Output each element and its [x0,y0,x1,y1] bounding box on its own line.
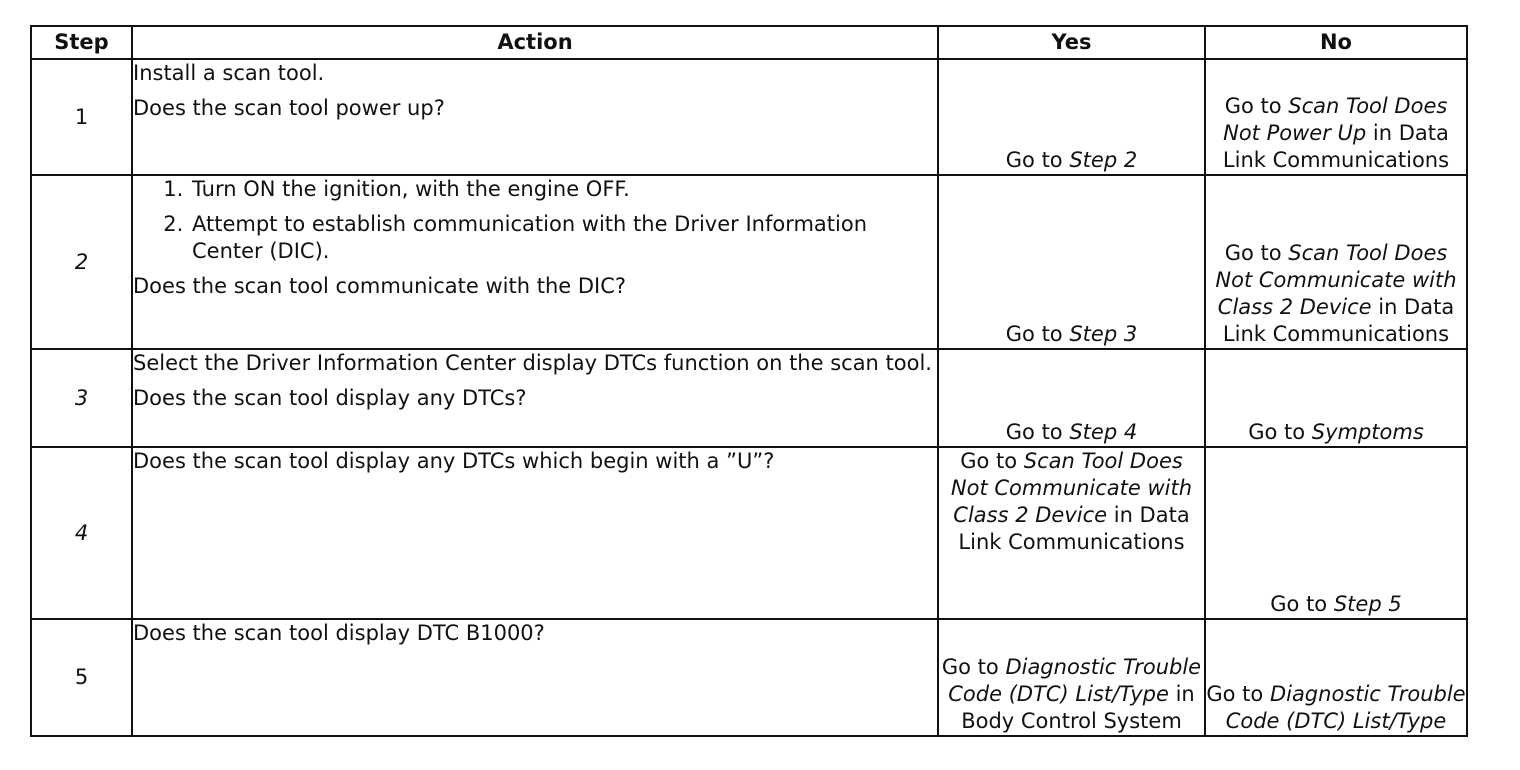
no-prefix: Go to [1270,592,1334,616]
yes-cell: Go to Step 3 [937,174,1206,350]
step-number: 3 [30,348,133,448]
action-question: Does the scan tool display DTC B1000? [133,621,545,645]
header-step: Step [30,25,133,60]
header-row: Step Action Yes No [30,25,1468,60]
action-question: Does the scan tool communicate with the … [133,274,627,298]
no-suffix: in Data Link Communications [1222,295,1455,346]
no-prefix: Go to [1248,420,1312,444]
no-link[interactable]: Scan Tool Does Not Power Up [1223,94,1448,145]
table-row: 3 Select the Driver Information Center d… [30,348,1468,448]
yes-link[interactable]: Diagnostic Trouble Code (DTC) List/Type [948,655,1202,706]
table-row: 5 Does the scan tool display DTC B1000? … [30,618,1468,737]
yes-cell: Go to Step 4 [937,348,1206,448]
no-cell: Go to Symptoms [1204,348,1468,448]
action-cell: Turn ON the ignition, with the engine OF… [131,174,939,350]
table-row: 4 Does the scan tool display any DTCs wh… [30,446,1468,620]
no-prefix: Go to [1224,241,1289,265]
no-cell: Go to Scan Tool Does Not Power Up in Dat… [1204,58,1468,176]
yes-prefix: Go to [941,655,1006,679]
table-row: 1 Install a scan tool. Does the scan too… [30,58,1468,176]
no-link[interactable]: Symptoms [1311,420,1424,444]
yes-prefix: Go to [1005,148,1070,172]
step-number: 4 [30,446,133,620]
action-cell: Select the Driver Information Center dis… [131,348,939,448]
action-steps-list: Turn ON the ignition, with the engine OF… [133,176,937,265]
diagnostic-table: Step Action Yes No 1 Install a scan tool… [30,25,1468,737]
yes-cell: Go to Diagnostic Trouble Code (DTC) List… [937,618,1206,737]
no-prefix: Go to [1224,94,1289,118]
action-cell: Install a scan tool. Does the scan tool … [131,58,939,176]
yes-suffix: in Body Control System [961,682,1195,733]
header-yes: Yes [937,25,1206,60]
yes-link[interactable]: Step 3 [1069,322,1138,346]
action-text: Select the Driver Information Center dis… [133,351,932,375]
yes-link[interactable]: Step 4 [1069,420,1138,444]
no-cell: Go to Diagnostic Trouble Code (DTC) List… [1204,618,1468,737]
action-cell: Does the scan tool display any DTCs whic… [131,446,939,620]
yes-suffix: in Data Link Communications [958,503,1190,554]
step-number: 2 [30,174,133,350]
step-number: 1 [30,58,133,176]
table-row: 2 Turn ON the ignition, with the engine … [30,174,1468,350]
yes-prefix: Go to [1005,322,1070,346]
header-action: Action [131,25,939,60]
no-link[interactable]: Diagnostic Trouble Code (DTC) List/Type [1225,682,1466,733]
action-question: Does the scan tool power up? [133,96,445,120]
yes-prefix: Go to [960,449,1024,473]
header-no: No [1204,25,1468,60]
action-list-item: Attempt to establish communication with … [190,211,937,265]
action-cell: Does the scan tool display DTC B1000? [131,618,939,737]
no-suffix: in Data Link Communications [1222,121,1450,172]
no-link[interactable]: Scan Tool Does Not Communicate with Clas… [1215,241,1457,319]
step-number: 5 [30,618,133,737]
yes-prefix: Go to [1005,420,1070,444]
action-question: Does the scan tool display any DTCs? [133,386,527,410]
yes-link[interactable]: Scan Tool Does Not Communicate with Clas… [950,449,1193,527]
action-list-item: Turn ON the ignition, with the engine OF… [190,176,937,203]
action-text: Install a scan tool. [133,61,325,85]
no-prefix: Go to [1206,682,1270,706]
yes-link[interactable]: Step 2 [1069,148,1138,172]
no-cell: Go to Step 5 [1204,446,1468,620]
no-link[interactable]: Step 5 [1333,592,1402,616]
no-cell: Go to Scan Tool Does Not Communicate wit… [1204,174,1468,350]
action-question: Does the scan tool display any DTCs whic… [133,449,775,473]
yes-cell: Go to Scan Tool Does Not Communicate wit… [937,446,1206,620]
yes-cell: Go to Step 2 [937,58,1206,176]
